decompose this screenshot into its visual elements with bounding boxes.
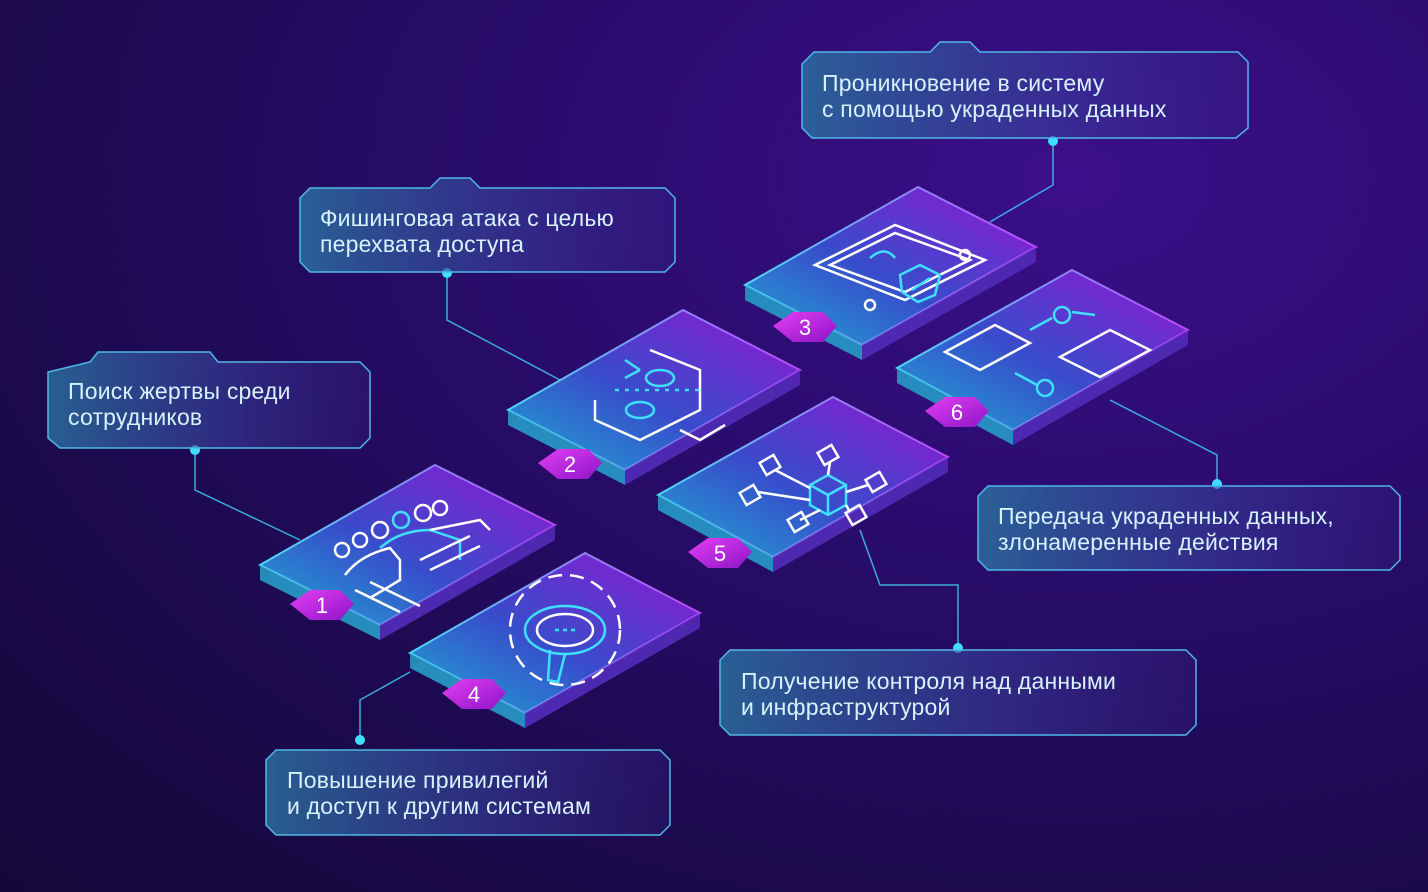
label-box-3 [801, 41, 1249, 139]
label-box-5 [719, 649, 1197, 736]
connector-1 [194, 450, 301, 541]
step-4-line1: Повышение привилегий [287, 767, 549, 793]
connector-3 [989, 141, 1054, 223]
step-2-line1: Фишинговая атака с целью [320, 205, 614, 231]
label-box-6 [977, 485, 1401, 571]
step-3-line1: Проникновение в систему [822, 70, 1105, 96]
step-6-label: Передача украденных данных, злонамеренны… [998, 503, 1334, 555]
connectors [194, 141, 1218, 740]
step-1-line2: сотрудников [68, 404, 203, 430]
step-6-line1: Передача украденных данных, [998, 503, 1334, 529]
connector-5 [859, 529, 959, 648]
connector-4 [359, 671, 411, 740]
step-3-label: Проникновение в систему с помощью украде… [822, 70, 1167, 122]
step-1-badge: 1 [290, 590, 354, 620]
connected-monitors-icon [942, 305, 1153, 398]
people-icon [333, 499, 491, 614]
step-4-line2: и доступ к другим системам [287, 793, 591, 819]
step-6-number: 6 [951, 400, 963, 425]
step-3-number: 3 [799, 315, 811, 340]
connector-2 [446, 273, 561, 381]
step-2-number: 2 [564, 452, 576, 477]
step-4-badge: 4 [442, 679, 506, 709]
step-3-line2: с помощью украденных данных [822, 96, 1167, 122]
phishing-monitor-icon [593, 348, 726, 442]
step-4-label: Повышение привилегий и доступ к другим с… [287, 767, 591, 819]
step-5-number: 5 [714, 541, 726, 566]
step-2-badge: 2 [538, 449, 602, 479]
tile-2 [505, 308, 803, 485]
step-2-label: Фишинговая атака с целью перехвата досту… [320, 205, 614, 257]
network-cube-icon [737, 443, 889, 534]
step-5-label: Получение контроля над данными и инфраст… [741, 668, 1116, 720]
tile-5 [655, 395, 951, 572]
step-5-line1: Получение контроля над данными [741, 668, 1117, 694]
label-box-2 [299, 177, 676, 273]
label-box-1 [47, 351, 371, 449]
step-2-line2: перехвата доступа [320, 231, 525, 257]
gear-search-icon [508, 573, 622, 687]
step-6-badge: 6 [925, 397, 989, 427]
secure-login-icon [811, 223, 989, 312]
connector-6 [1109, 399, 1218, 484]
step-5-line2: и инфраструктурой [741, 694, 951, 720]
step-5-badge: 5 [688, 538, 752, 568]
step-1-number: 1 [316, 593, 328, 618]
step-6-line2: злонамеренные действия [998, 529, 1279, 555]
step-1-label: Поиск жертвы среди сотрудников [68, 378, 291, 430]
label-box-4 [265, 749, 671, 836]
step-3-badge: 3 [773, 312, 837, 342]
step-1-line1: Поиск жертвы среди [68, 378, 291, 404]
step-4-number: 4 [468, 682, 480, 707]
